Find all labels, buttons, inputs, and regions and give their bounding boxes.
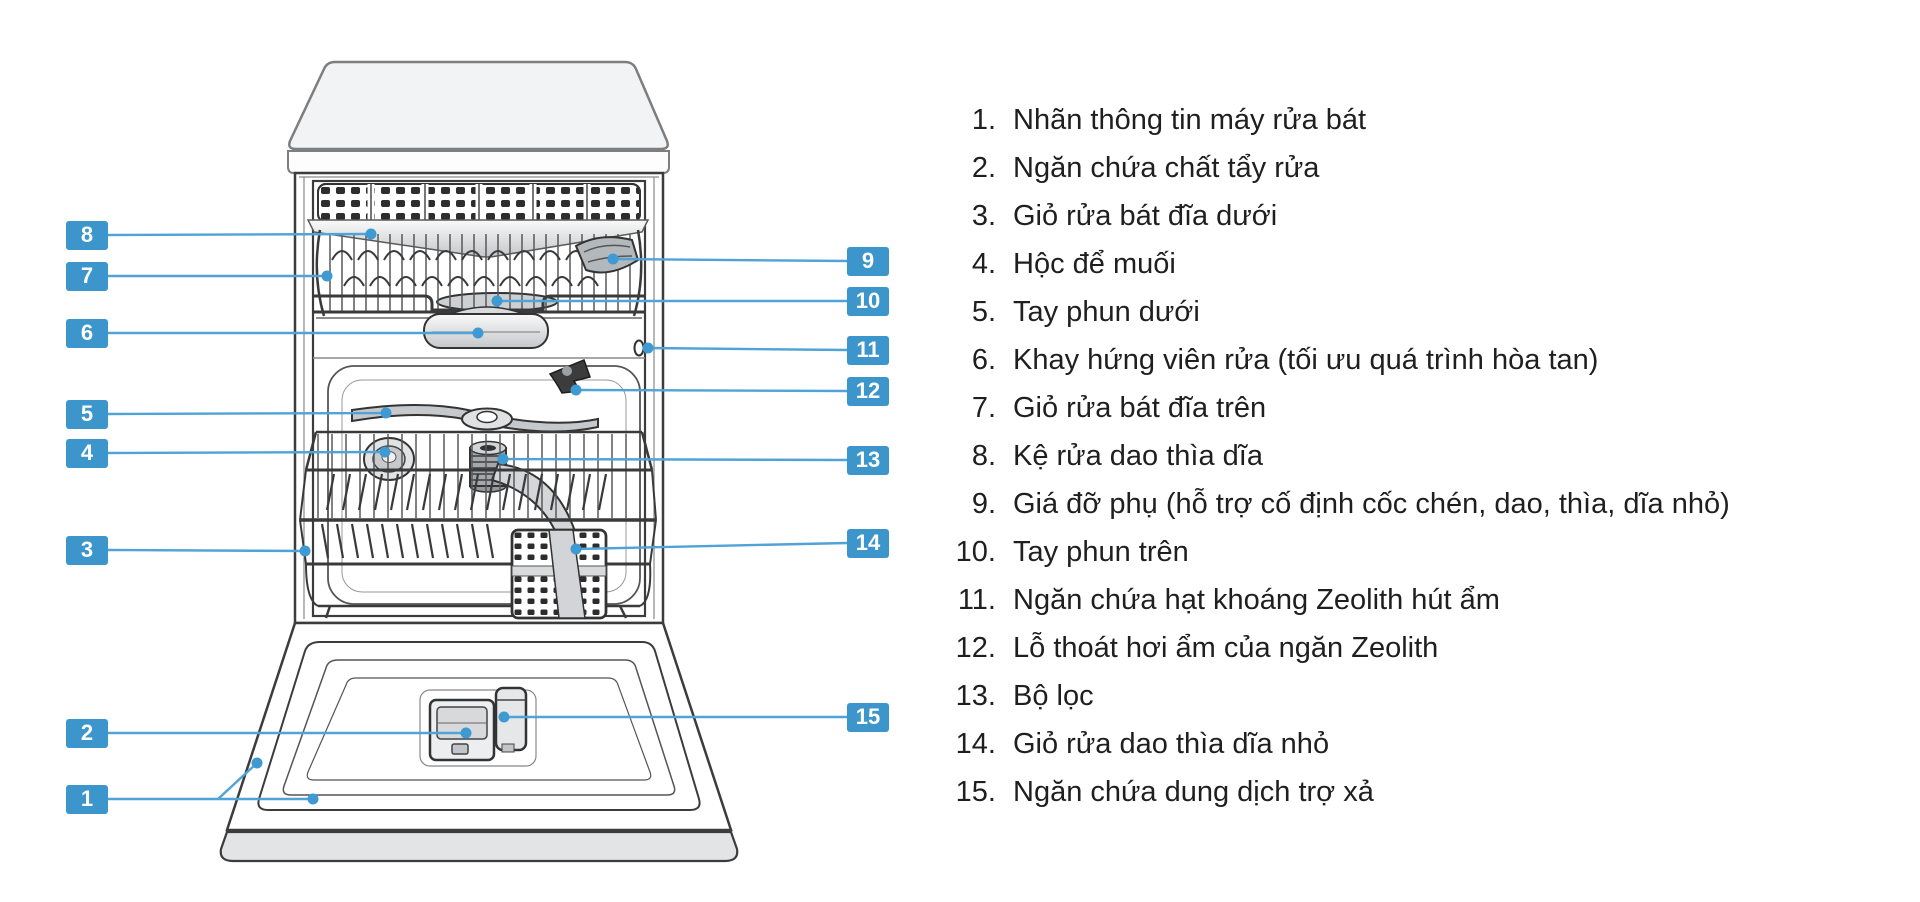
leader-dot	[299, 545, 311, 557]
legend-number: 14.	[955, 727, 996, 760]
tablet-tray	[423, 306, 549, 349]
legend-number: 11.	[957, 583, 996, 616]
lower-basket	[299, 430, 657, 619]
leader-dot	[379, 446, 391, 458]
legend-number: 7.	[971, 391, 996, 424]
leader-dot	[307, 793, 319, 805]
leader-lines	[107, 228, 848, 805]
lower-spray-arm	[351, 404, 599, 433]
callout-3: 3	[66, 535, 108, 565]
leader-dot	[642, 342, 654, 354]
legend-item-12: 12. Lỗ thoát hơi ẩm của ngăn Zeolith	[940, 624, 1439, 672]
cutlery-basket	[510, 528, 608, 620]
legend-number: 15.	[955, 775, 996, 808]
legend-label: Kệ rửa dao thìa dĩa	[1013, 439, 1263, 472]
legend-item-5: 5. Tay phun dưới	[940, 288, 1200, 336]
legend-label: Giá đỡ phụ (hỗ trợ cố định cốc chén, dao…	[1013, 487, 1730, 520]
leader-dot	[570, 384, 582, 396]
callout-8: 8	[66, 220, 108, 250]
leader-dot	[491, 295, 503, 307]
legend-label: Tay phun trên	[1013, 535, 1189, 568]
callout-4: 4	[66, 438, 108, 468]
worktop	[287, 60, 670, 174]
legend-label: Giỏ rửa dao thìa dĩa nhỏ	[1013, 727, 1330, 760]
leader-dot	[380, 407, 392, 419]
legend-item-13: 13. Bộ lọc	[940, 672, 1094, 720]
callout-5: 5	[66, 399, 108, 429]
legend-number: 8.	[971, 439, 996, 472]
legend-item-7: 7. Giỏ rửa bát đĩa trên	[940, 384, 1266, 432]
legend-label: Tay phun dưới	[1013, 295, 1200, 328]
callout-2: 2	[66, 718, 108, 748]
leader-dot	[607, 253, 619, 265]
legend-item-1: 1. Nhãn thông tin máy rửa bát	[940, 96, 1366, 144]
leader-dot	[365, 228, 377, 240]
legend-label: Ngăn chứa chất tẩy rửa	[1013, 151, 1320, 184]
callout-13: 13	[847, 445, 889, 475]
callout-15: 15	[847, 702, 889, 732]
leader-dot	[460, 727, 472, 739]
legend-item-11: 11. Ngăn chứa hạt khoáng Zeolith hút ẩm	[940, 576, 1500, 624]
leader-dot	[570, 543, 582, 555]
leader-dot	[321, 270, 333, 282]
callout-11: 11	[847, 335, 889, 365]
leader-dot	[251, 757, 263, 769]
callout-14: 14	[847, 528, 889, 558]
legend-number: 1.	[971, 103, 996, 136]
callout-1: 1	[66, 784, 108, 814]
leader-dot	[498, 711, 510, 723]
callout-7: 7	[66, 261, 108, 291]
legend-item-4: 4. Hộc để muối	[940, 240, 1176, 288]
cutlery-shelf	[306, 183, 650, 258]
callout-9: 9	[847, 246, 889, 276]
legend-item-6: 6. Khay hứng viên rửa (tối ưu quá trình h…	[940, 336, 1599, 384]
legend-number: 2.	[971, 151, 996, 184]
legend-number: 5.	[971, 295, 996, 328]
legend-label: Khay hứng viên rửa (tối ưu quá trình hòa…	[1013, 343, 1599, 376]
legend-number: 13.	[955, 679, 996, 712]
legend-label: Ngăn chứa hạt khoáng Zeolith hút ẩm	[1013, 583, 1500, 616]
legend-label: Nhãn thông tin máy rửa bát	[1013, 103, 1367, 136]
legend-number: 4.	[971, 247, 996, 280]
legend-label: Lỗ thoát hơi ẩm của ngăn Zeolith	[1013, 631, 1439, 664]
legend-number: 3.	[971, 199, 996, 232]
legend-item-10: 10. Tay phun trên	[940, 528, 1189, 576]
legend-item-14: 14. Giỏ rửa dao thìa dĩa nhỏ	[940, 720, 1329, 768]
legend-item-3: 3. Giỏ rửa bát đĩa dưới	[940, 192, 1277, 240]
legend-number: 12.	[955, 631, 996, 664]
legend-label: Ngăn chứa dung dịch trợ xả	[1013, 775, 1374, 808]
legend-label: Giỏ rửa bát đĩa trên	[1013, 391, 1267, 424]
legend-label: Giỏ rửa bát đĩa dưới	[1013, 199, 1278, 232]
legend-number: 10.	[955, 535, 996, 568]
legend-item-2: 2. Ngăn chứa chất tẩy rửa	[940, 144, 1320, 192]
callout-10: 10	[847, 286, 889, 316]
legend-number: 9.	[971, 487, 996, 520]
leader-dot	[472, 327, 484, 339]
legend-label: Bộ lọc	[1013, 679, 1094, 712]
legend-item-15: 15. Ngăn chứa dung dịch trợ xả	[940, 768, 1374, 816]
legend-item-9: 9. Giá đỡ phụ (hỗ trợ cố định cốc chén, d…	[940, 480, 1730, 528]
legend-item-8: 8. Kệ rửa dao thìa dĩa	[940, 432, 1263, 480]
legend-label: Hộc để muối	[1013, 247, 1176, 280]
zeolith-valve	[548, 359, 591, 394]
callout-6: 6	[66, 318, 108, 348]
legend-number: 6.	[971, 343, 996, 376]
callout-12: 12	[847, 376, 889, 406]
leader-dot	[497, 453, 509, 465]
